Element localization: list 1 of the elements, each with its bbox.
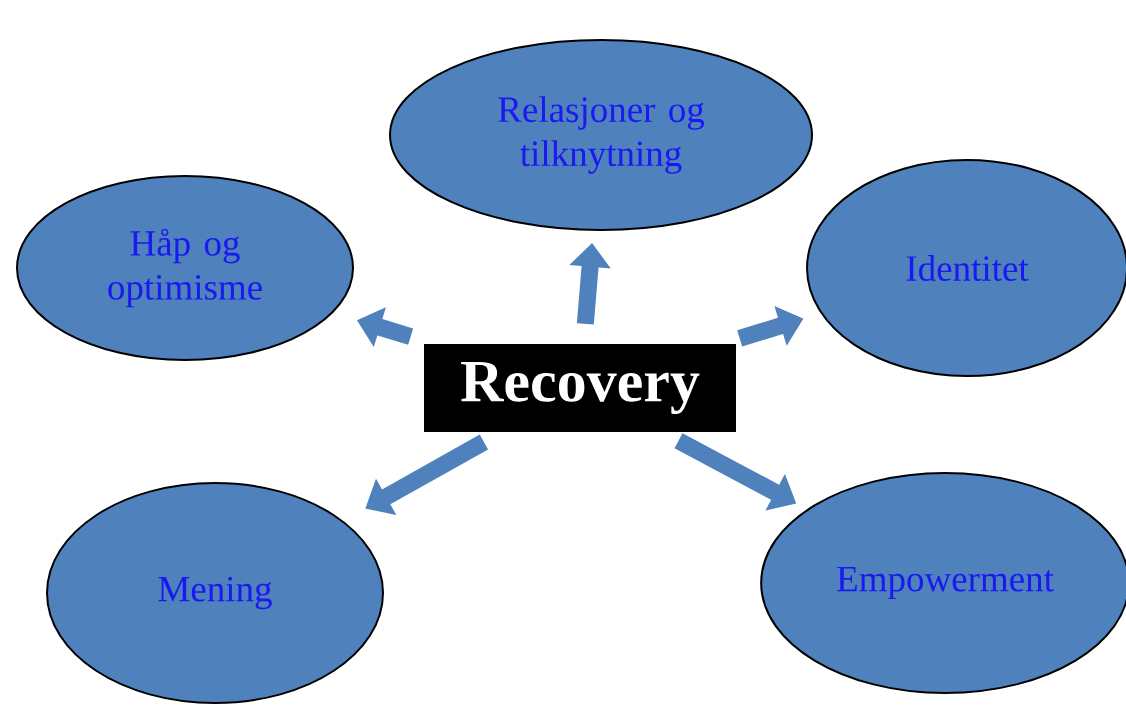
- title-box: Recovery: [424, 344, 736, 432]
